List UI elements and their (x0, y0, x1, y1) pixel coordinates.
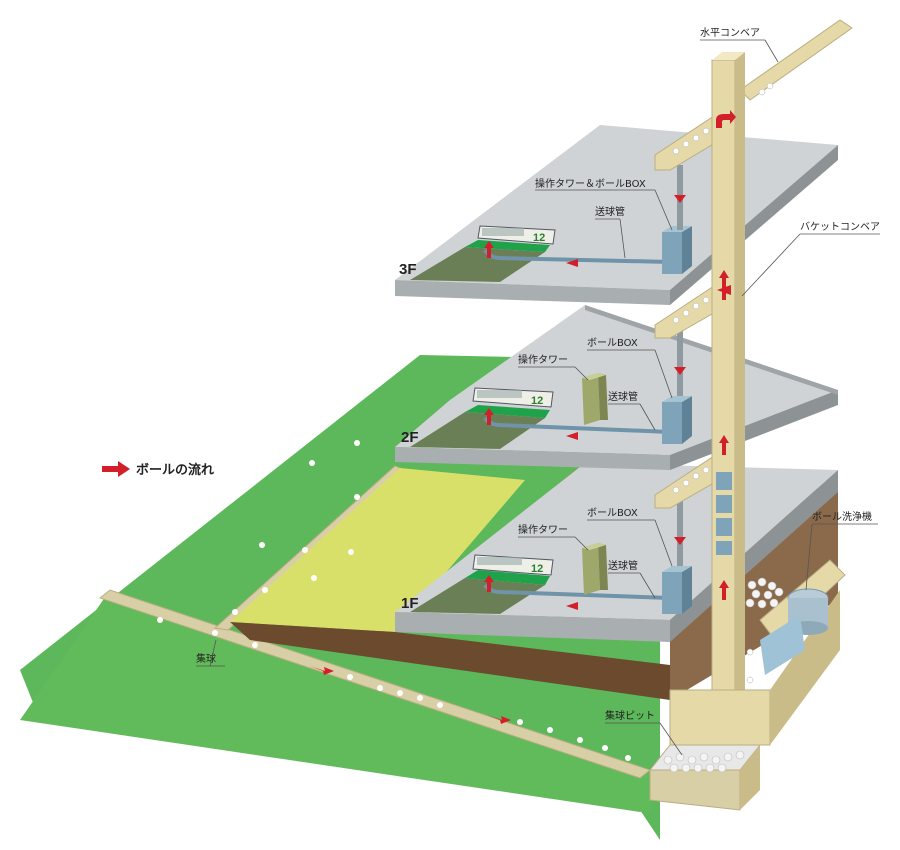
label-horizontal-conveyor: 水平コンベア (700, 27, 760, 39)
pipe-1f (483, 583, 671, 600)
slab-1f-front (395, 612, 670, 642)
floor-label-2f: 2F (401, 429, 419, 446)
pit-balls (663, 750, 745, 773)
mat-3f-dark (410, 247, 545, 282)
label-delivery-pipe-2f: 送球管 (608, 390, 638, 403)
callout-ball-box-1f: ボールBOX (587, 507, 673, 567)
scoreboard-3f: 12 (477, 225, 556, 245)
callout-operation-tower-2f: 操作タワー (518, 353, 589, 381)
label-operation-tower-1f: 操作タワー (518, 523, 568, 536)
flow-arrows (310, 110, 736, 724)
fairway-area (230, 468, 525, 632)
conveyor-balls (672, 82, 774, 684)
legend: ボールの流れ (102, 461, 214, 478)
label-operation-tower-ball-box: 操作タワー＆ボールBOX (535, 177, 646, 190)
pipe-3f (483, 248, 671, 264)
callout-delivery-pipe-1f: 送球管 (608, 559, 656, 599)
bucket-conveyor-front (711, 59, 736, 706)
ball-box-1f (662, 566, 692, 614)
label-delivery-pipe-3f: 送球管 (595, 205, 625, 218)
callout-collection: 集球 (196, 639, 225, 667)
legend-label: ボールの流れ (136, 462, 214, 478)
bucket-conveyor-top (712, 52, 745, 60)
mat-2f-dark (410, 412, 545, 449)
slab-2f-front (395, 447, 670, 470)
scoreboard-1f: 12 (472, 554, 554, 576)
field-balls (157, 440, 631, 761)
operation-tower-1f (582, 543, 608, 595)
feeder-2f (677, 330, 683, 396)
callout-bucket-conveyor: バケットコンベア (741, 221, 880, 297)
ball-box-2f (662, 396, 692, 444)
legend-arrow-icon (102, 461, 130, 477)
bay-number-3f: 12 (533, 232, 545, 244)
label-ball-washer: ボール洗浄機 (812, 510, 872, 523)
bucket-windows (716, 472, 732, 555)
mat-2f-green (465, 405, 550, 418)
bucket-conveyor-side (735, 52, 745, 705)
callout-horizontal-conveyor: 水平コンベア (700, 27, 779, 63)
callout-delivery-pipe-3f: 送球管 (595, 205, 626, 259)
mat-3f-green (465, 240, 550, 252)
callout-operation-tower-1f: 操作タワー (518, 523, 589, 551)
mat-1f-green (465, 570, 550, 585)
operation-tower-2f (582, 373, 608, 425)
feeder-1f (677, 500, 683, 566)
floor-label-3f: 3F (399, 261, 417, 278)
ball-box-3f (662, 226, 692, 274)
mat-1f-dark (410, 578, 545, 614)
horizontal-conveyor-top (739, 19, 853, 101)
earth-edge (230, 622, 670, 700)
callout-delivery-pipe-2f: 送球管 (608, 390, 656, 431)
callout-collection-pit: 集球ピット (605, 709, 683, 756)
pipe-2f (483, 416, 671, 434)
grass-lower-front (20, 590, 650, 812)
floor-label-1f: 1F (401, 595, 419, 612)
label-ball-box-1f: ボールBOX (587, 507, 638, 519)
label-bucket-conveyor: バケットコンベア (800, 221, 880, 233)
label-operation-tower-2f: 操作タワー (518, 353, 568, 366)
bay-number-2f: 12 (531, 395, 543, 407)
callout-operation-tower-ball-box: 操作タワー＆ボールBOX (535, 177, 673, 231)
callout-ball-washer: ボール洗浄機 (805, 510, 878, 591)
slab-3f-front (395, 280, 670, 305)
bay-number-1f: 12 (531, 563, 543, 575)
callout-ball-box-2f: ボールBOX (587, 337, 673, 399)
label-delivery-pipe-1f: 送球管 (608, 559, 638, 572)
label-ball-box-2f: ボールBOX (587, 337, 638, 349)
scoreboard-2f: 12 (472, 387, 554, 408)
label-collection-pit: 集球ピット (605, 709, 655, 722)
washer-balls (745, 577, 784, 609)
